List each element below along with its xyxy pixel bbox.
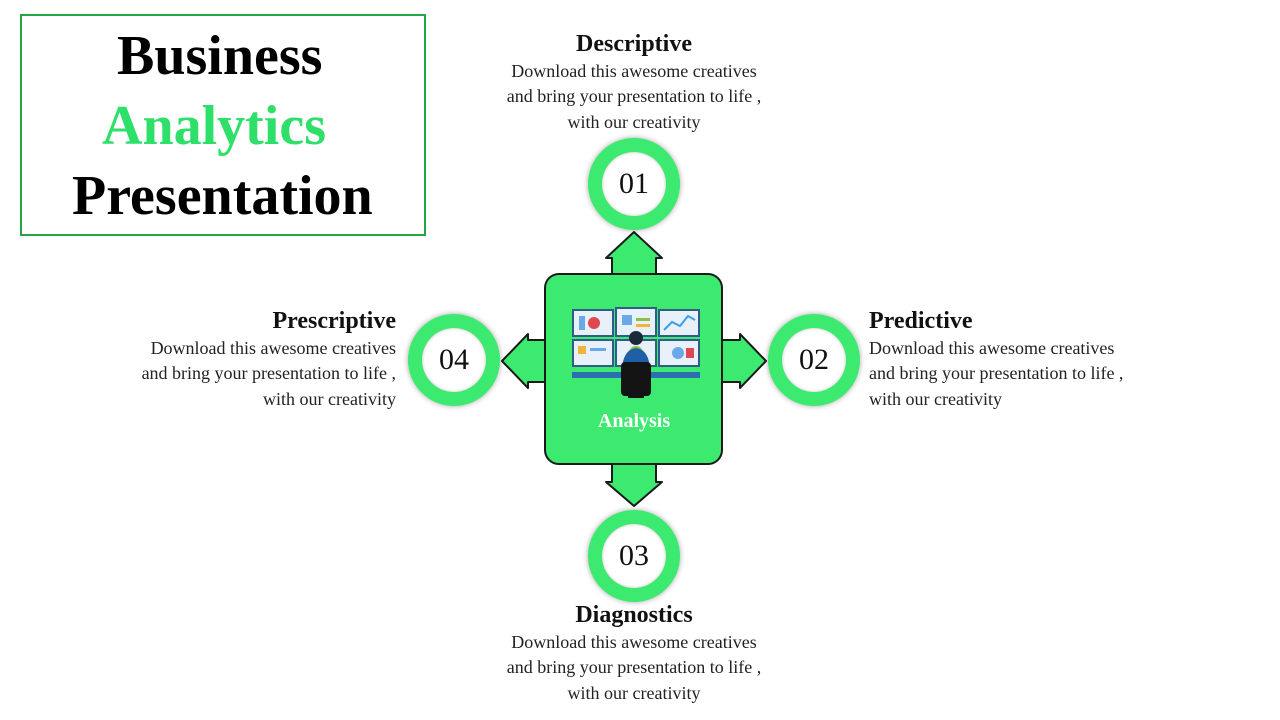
step-number-03: 03	[602, 524, 666, 588]
description-line: and bring your presentation to life ,	[506, 657, 762, 678]
title-line-3: Presentation	[72, 165, 373, 227]
step-block-predictive: Predictive Download this awesome creativ…	[869, 307, 1209, 412]
step-number-04: 04	[422, 328, 486, 392]
description-line: Download this awesome creatives	[150, 337, 396, 358]
description-line: Download this awesome creatives	[869, 337, 1115, 358]
description-line: Download this awesome creatives	[511, 631, 757, 652]
description-line: and bring your presentation to life ,	[141, 363, 396, 384]
step-heading: Prescriptive	[272, 308, 396, 334]
step-block-descriptive: Descriptive Download this awesome creati…	[474, 30, 794, 135]
description-line: with our creativity	[869, 388, 1002, 409]
step-block-prescriptive: Prescriptive Download this awesome creat…	[56, 307, 396, 412]
description-line: with our creativity	[263, 388, 396, 409]
arrow-down	[605, 459, 663, 507]
step-description: Download this awesome creatives and brin…	[474, 630, 794, 707]
step-description: Download this awesome creatives and brin…	[869, 336, 1209, 413]
step-circle-02: 02	[768, 314, 860, 406]
step-description: Download this awesome creatives and brin…	[56, 336, 396, 413]
step-number-02: 02	[782, 328, 846, 392]
description-line: with our creativity	[567, 111, 701, 132]
step-description: Download this awesome creatives and brin…	[474, 59, 794, 136]
description-line: with our creativity	[567, 682, 701, 703]
description-line: Download this awesome creatives	[511, 60, 757, 81]
arrow-left	[501, 333, 549, 389]
description-line: and bring your presentation to life ,	[506, 86, 762, 107]
step-circle-03: 03	[588, 510, 680, 602]
step-circle-01: 01	[588, 138, 680, 230]
arrow-up	[605, 231, 663, 277]
analysis-label: Analysis	[597, 410, 671, 432]
title-line-2: Analytics	[102, 95, 326, 157]
monitoring-analyst-icon	[572, 307, 700, 398]
step-heading: Descriptive	[576, 31, 692, 57]
step-number-01: 01	[602, 152, 666, 216]
step-heading: Predictive	[869, 308, 973, 334]
arrow-right	[719, 333, 767, 389]
step-block-diagnostics: Diagnostics Download this awesome creati…	[474, 601, 794, 706]
description-line: and bring your presentation to life ,	[869, 363, 1124, 384]
title-box: Business Analytics Presentation	[20, 14, 426, 236]
step-heading: Diagnostics	[575, 602, 693, 628]
step-circle-04: 04	[408, 314, 500, 406]
title-line-1: Business	[117, 25, 323, 87]
